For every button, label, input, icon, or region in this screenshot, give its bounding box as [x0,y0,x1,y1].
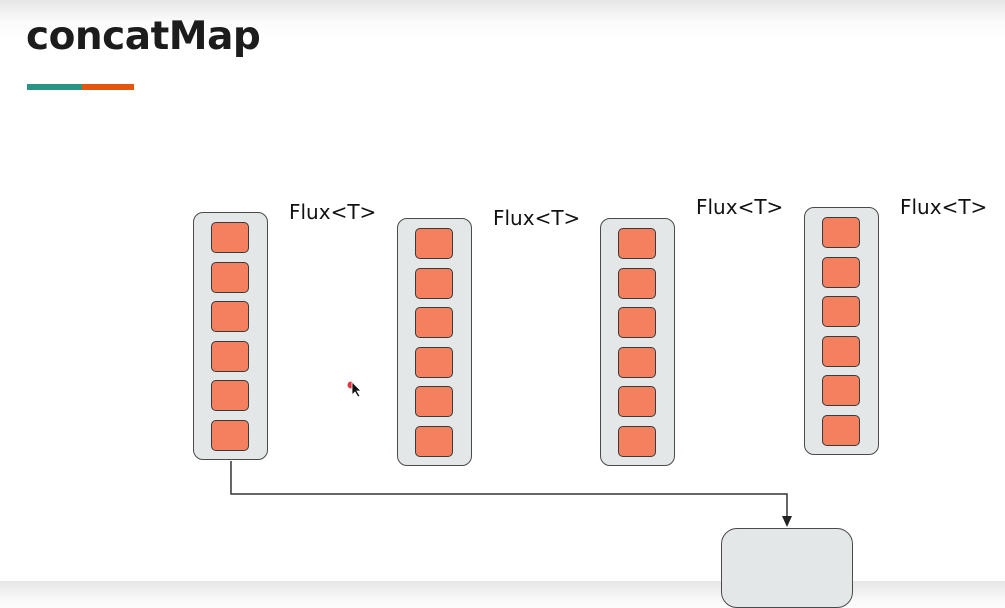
flux-item [618,346,656,378]
flux-item [822,217,860,248]
flux-item [211,261,249,293]
flux-item [211,420,249,451]
flux-item [415,228,453,259]
flux-item [822,375,860,407]
flux-item [415,267,453,299]
flux-item [211,380,249,412]
flux-label-3: Flux<T> [696,195,784,219]
slide-title: concatMap [26,14,261,59]
flux-item [618,426,656,457]
connector-arrow [230,461,792,527]
flux-label-2: Flux<T> [493,206,581,230]
flux-item [415,307,453,339]
flux-item [415,346,453,378]
flux-item [618,267,656,299]
flux-item [618,228,656,259]
title-underline [27,84,134,90]
mouse-pointer-icon [347,381,362,398]
down-arrow-icon [782,516,792,527]
underline-orange [82,84,134,90]
flux-item [211,340,249,372]
underline-teal [27,84,82,90]
flux-container-2 [397,218,472,466]
flux-item [415,386,453,418]
flux-label-1: Flux<T> [289,200,377,224]
flux-item [822,335,860,367]
flux-container-1 [193,212,268,460]
flux-item [822,256,860,288]
flux-container-4 [804,207,879,455]
flux-item [618,307,656,339]
flux-item [618,386,656,418]
flux-container-3 [600,218,675,466]
flux-item [211,301,249,333]
flux-item [822,296,860,328]
flux-label-4: Flux<T> [900,195,988,219]
flux-item [211,222,249,253]
flux-item [822,415,860,446]
result-box [721,528,853,608]
flux-item [415,426,453,457]
